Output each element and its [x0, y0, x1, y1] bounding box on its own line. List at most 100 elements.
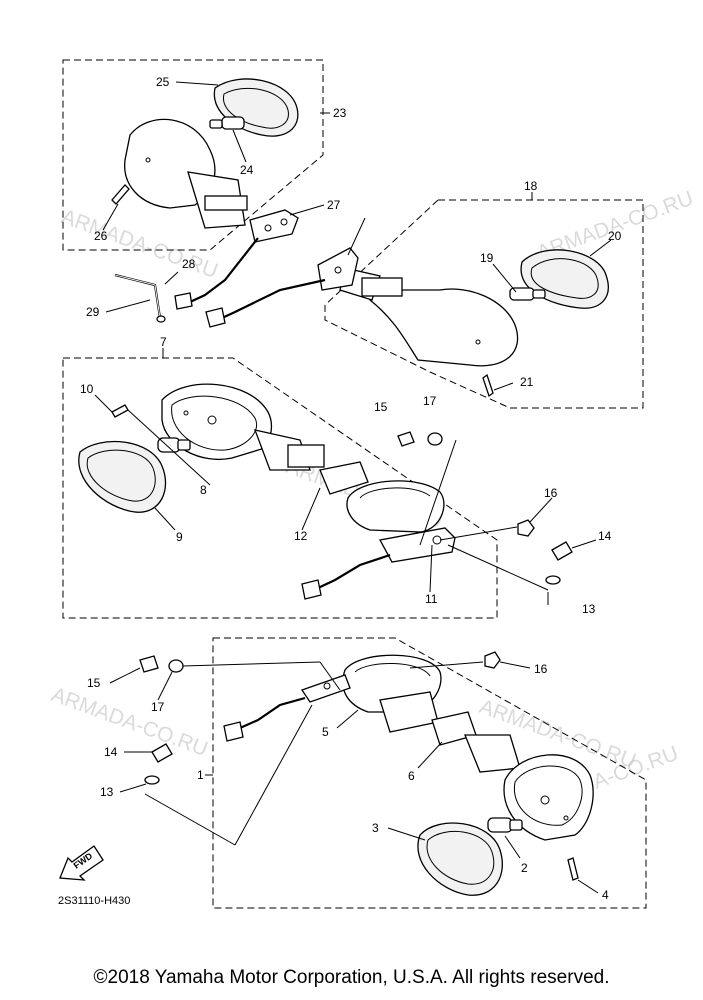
leader-16-to-hole — [409, 661, 484, 669]
part-number-27: 27 — [327, 198, 341, 212]
leader-29 — [105, 299, 151, 313]
bracket-hole — [280, 218, 288, 226]
bulb — [221, 116, 245, 130]
leader-11 — [429, 544, 433, 593]
lens-inner-rim — [86, 449, 156, 502]
part-number-29: 29 — [86, 305, 100, 319]
washer — [144, 775, 160, 785]
stalk-band — [204, 195, 248, 211]
watermark: ARMADA-CO.RU — [48, 683, 210, 761]
leader-14 — [571, 539, 597, 549]
part-number-16: 16 — [544, 486, 558, 500]
copyright-notice: ©2018 Yamaha Motor Corporation, U.S.A. A… — [93, 967, 610, 988]
lead-wire — [221, 278, 326, 319]
leader-20 — [589, 239, 612, 257]
part-number-4: 4 — [602, 888, 609, 902]
turn-signal-housing — [369, 288, 519, 367]
leader-17 — [157, 671, 173, 701]
wire-clip-core — [114, 274, 161, 319]
part-number-13: 13 — [100, 785, 114, 799]
part-number-13: 13 — [582, 602, 596, 616]
bulb-base — [177, 439, 191, 451]
leader-3 — [387, 827, 426, 841]
assembly-boundary — [212, 637, 647, 909]
bracket-hole — [323, 682, 331, 690]
leader-2 — [504, 835, 521, 859]
leader-28 — [164, 271, 179, 285]
part-number-15: 15 — [374, 400, 388, 414]
nut — [484, 651, 501, 669]
part-number-24: 24 — [240, 163, 254, 177]
leader-10 — [94, 394, 113, 413]
stay-bracket — [378, 527, 456, 563]
diagram-code: 2S31110-H430 — [58, 895, 130, 907]
part-number-12: 12 — [294, 529, 308, 543]
leader-25 — [175, 81, 219, 86]
part-number-28: 28 — [182, 257, 196, 271]
washer — [545, 575, 561, 585]
lens — [78, 440, 167, 513]
leader-15 — [109, 667, 141, 684]
bulb-socket — [540, 795, 550, 805]
bolt — [139, 655, 159, 673]
lens-inner-rim — [530, 258, 599, 299]
bracket-hole — [264, 224, 272, 232]
screw-hole — [183, 410, 189, 416]
screw-hole — [475, 339, 481, 345]
cover-edge — [359, 487, 431, 499]
nut — [517, 519, 535, 537]
screw — [567, 857, 579, 881]
bolt — [551, 541, 573, 561]
assembly-18 — [205, 192, 644, 409]
leader-8 — [127, 409, 211, 486]
screw — [482, 373, 494, 398]
fwd-arrow: FWD — [59, 845, 104, 881]
part-number-14: 14 — [104, 745, 118, 759]
leader-13-to-hole — [447, 544, 549, 591]
screw — [111, 404, 129, 418]
leader-24 — [232, 129, 247, 163]
bracket-hole — [334, 266, 342, 274]
collar — [168, 659, 184, 673]
part-number-6: 6 — [408, 769, 415, 783]
bulb-base — [209, 119, 223, 129]
leader-4 — [577, 879, 599, 894]
fwd-arrow-icon — [59, 845, 104, 881]
clip-end — [156, 315, 166, 323]
lead-wire — [239, 696, 306, 730]
bulb-base — [532, 289, 546, 299]
part-number-10: 10 — [80, 382, 94, 396]
lead-wire — [189, 237, 259, 303]
part-number-17: 17 — [423, 394, 437, 408]
part-number-19: 19 — [480, 251, 494, 265]
grommet — [319, 461, 369, 495]
bulb — [487, 817, 513, 833]
part-number-8: 8 — [200, 483, 207, 497]
assembly-1 — [109, 637, 647, 909]
leader-19 — [492, 263, 517, 293]
housing-rim — [513, 765, 583, 826]
part-number-7: 7 — [160, 335, 167, 349]
part-number-21: 21 — [520, 375, 534, 389]
assembly-23 — [62, 59, 330, 323]
bulb-socket — [207, 415, 217, 425]
leader-27 — [289, 204, 325, 216]
leader-16-to-hole — [439, 526, 518, 541]
wire-clip — [114, 273, 162, 319]
assembly-boundary — [62, 357, 498, 619]
bolt — [151, 743, 173, 763]
leader-17-to-hole — [182, 661, 321, 667]
leader-13-to-hole — [144, 793, 236, 846]
leader-17-to-hole — [319, 661, 341, 691]
connector — [205, 307, 226, 328]
leader-21 — [493, 382, 514, 391]
lens-inner-rim — [223, 87, 289, 129]
assembly-boundary — [324, 199, 644, 409]
part-number-2: 2 — [521, 861, 528, 875]
connector — [223, 721, 244, 742]
screw-hole — [145, 157, 151, 163]
screw — [111, 184, 130, 205]
leader-12 — [301, 487, 321, 531]
part-number-11: 11 — [425, 592, 438, 606]
